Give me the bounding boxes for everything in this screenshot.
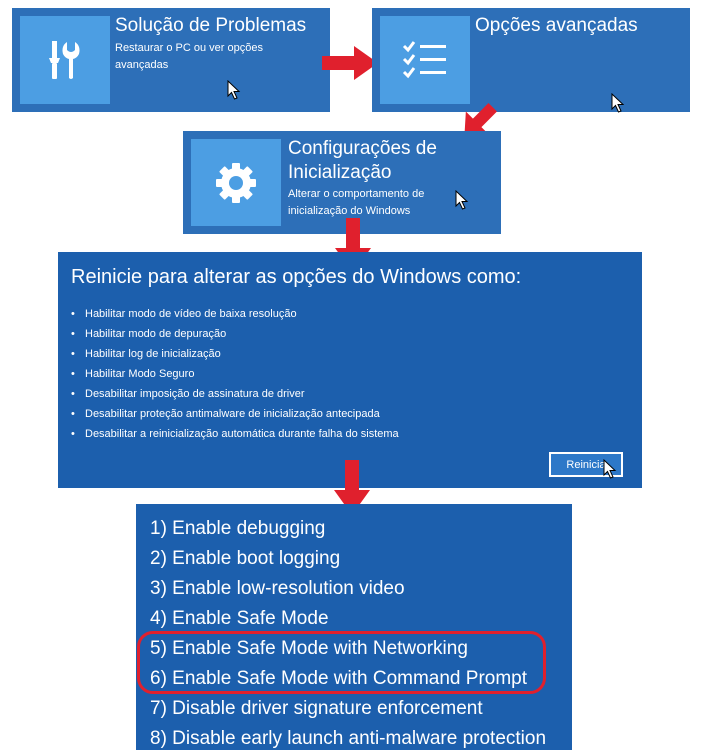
red-arrow-down-icon bbox=[334, 460, 370, 515]
startup-option-4[interactable]: 4) Enable Safe Mode bbox=[150, 608, 329, 629]
startup-option-7[interactable]: 7) Disable driver signature enforcement bbox=[150, 698, 483, 719]
list-item: Habilitar modo de depuração bbox=[71, 324, 399, 344]
tile-startup-desc: Alterar o comportamento de inicialização… bbox=[288, 188, 425, 217]
mouse-cursor-icon bbox=[227, 80, 241, 100]
red-arrow-diagonal-icon bbox=[464, 103, 497, 136]
mouse-cursor-icon bbox=[455, 190, 469, 210]
tile-troubleshoot-desc: Restaurar o PC ou ver opções avançadas bbox=[115, 42, 263, 71]
tile-troubleshoot[interactable]: Solução de Problemas Restaurar o PC ou v… bbox=[12, 8, 330, 112]
restart-panel-heading: Reinicie para alterar as opções do Windo… bbox=[71, 266, 522, 288]
checklist-icon-box bbox=[380, 16, 470, 104]
tools-icon-box bbox=[20, 16, 110, 104]
restart-options-panel: Reinicie para alterar as opções do Windo… bbox=[58, 252, 642, 488]
gear-icon bbox=[216, 162, 256, 203]
list-item: Habilitar log de inicialização bbox=[71, 344, 399, 364]
startup-options-list: 1) Enable debugging 2) Enable boot loggi… bbox=[150, 514, 546, 750]
startup-option-5[interactable]: 5) Enable Safe Mode with Networking bbox=[150, 638, 468, 659]
startup-option-1[interactable]: 1) Enable debugging bbox=[150, 518, 326, 539]
tile-startup-title-line1: Configurações de bbox=[288, 138, 437, 159]
startup-option-3[interactable]: 3) Enable low-resolution video bbox=[150, 578, 405, 599]
checklist-icon bbox=[402, 41, 446, 79]
mouse-cursor-icon bbox=[611, 93, 625, 113]
tile-troubleshoot-title: Solução de Problemas bbox=[115, 15, 307, 36]
tools-icon bbox=[49, 41, 80, 79]
list-item: Habilitar Modo Seguro bbox=[71, 364, 399, 384]
list-item: Desabilitar a reinicialização automática… bbox=[71, 424, 399, 444]
tile-advanced-options-title: Opções avançadas bbox=[475, 15, 638, 36]
tile-startup-settings[interactable]: Configurações de Inicialização Alterar o… bbox=[183, 131, 501, 234]
startup-option-2[interactable]: 2) Enable boot logging bbox=[150, 548, 341, 569]
tile-startup-title-line2: Inicialização bbox=[288, 162, 392, 183]
list-item: Desabilitar proteção antimalware de inic… bbox=[71, 404, 399, 424]
mouse-cursor-icon bbox=[603, 459, 617, 479]
gear-icon-box bbox=[191, 139, 281, 226]
highlight-oval bbox=[137, 631, 546, 694]
restart-options-list: Habilitar modo de vídeo de baixa resoluç… bbox=[71, 304, 399, 444]
list-item: Desabilitar imposição de assinatura de d… bbox=[71, 384, 399, 404]
red-arrow-right-icon bbox=[322, 46, 378, 80]
startup-option-8[interactable]: 8) Disable early launch anti-malware pro… bbox=[150, 728, 547, 749]
list-item: Habilitar modo de vídeo de baixa resoluç… bbox=[71, 304, 399, 324]
startup-option-6[interactable]: 6) Enable Safe Mode with Command Prompt bbox=[150, 668, 528, 689]
tile-advanced-options[interactable]: Opções avançadas bbox=[372, 8, 690, 112]
startup-options-panel: 1) Enable debugging 2) Enable boot loggi… bbox=[136, 504, 572, 750]
